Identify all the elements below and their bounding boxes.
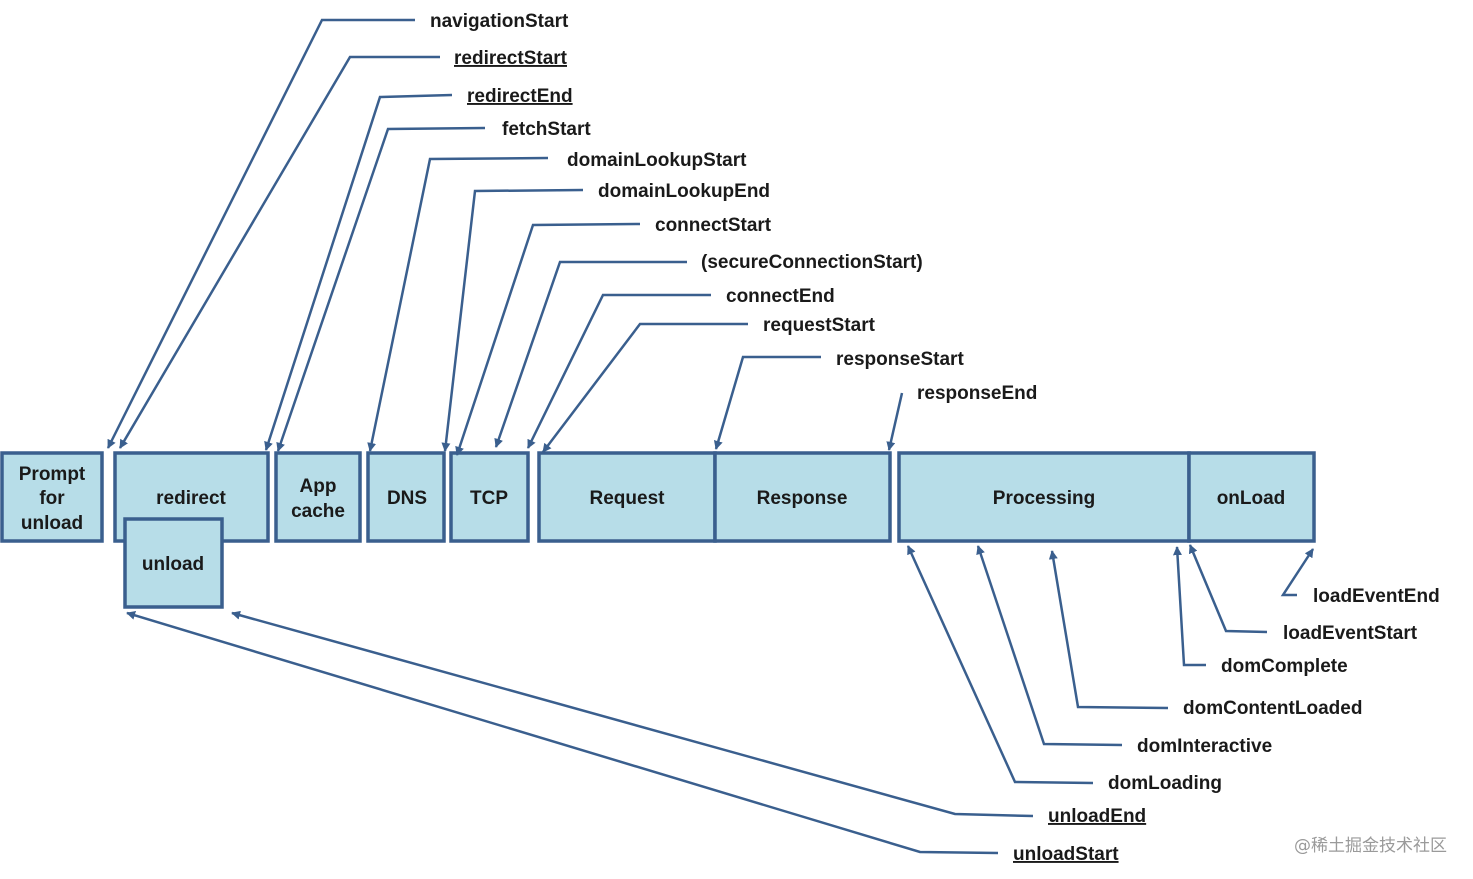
leader-dom-loading [906,545,1094,785]
event-navigation-start: navigationStart [430,11,569,32]
leader-redirect-start [118,55,440,449]
leader-load-event-end [1280,548,1315,597]
watermark-text: @稀土掘金技术社区 [1294,836,1447,856]
leader-domain-lookup-start [367,156,549,452]
event-dom-content-loaded: domContentLoaded [1183,698,1362,719]
event-connect-start: connectStart [655,215,772,236]
event-dom-loading: domLoading [1108,773,1222,794]
leader-secure-connection-start [494,260,687,448]
phase-label-redirect: redirect [156,488,226,509]
phase-tcp: TCP [449,451,530,543]
phase-processing: Processing [897,451,1191,543]
event-load-event-end: loadEventEnd [1313,586,1440,607]
phase-response: Response [713,451,892,543]
event-redirect-end: redirectEnd [467,86,573,107]
phase-label-for: for [39,488,65,509]
phase-prompt-for-unload: Prompt for unload [0,451,104,543]
leader-dom-content-loaded [1048,550,1169,710]
event-unload-start: unloadStart [1013,844,1119,865]
phase-label-dns: DNS [387,488,427,509]
leader-fetch-start [276,126,486,452]
event-redirect-start: redirectStart [454,48,568,69]
leader-unload-end [231,610,1034,818]
event-response-end: responseEnd [917,383,1037,404]
phase-label-app: App [300,476,337,497]
event-connect-end: connectEnd [726,286,835,307]
phase-label-processing: Processing [993,488,1095,509]
leader-dom-complete [1172,546,1206,667]
event-fetch-start: fetchStart [502,119,591,140]
leader-redirect-end [264,93,453,451]
event-dom-interactive: domInteractive [1137,736,1272,757]
leader-dom-interactive [976,545,1123,747]
leader-request-start [542,322,748,453]
phase-unload: unload [123,517,224,609]
leader-unload-start [126,611,999,855]
phase-label-request: Request [590,488,666,509]
event-domain-lookup-start: domainLookupStart [567,150,747,171]
phase-label-response: Response [757,488,848,509]
leader-connect-start [455,222,641,456]
event-unload-end: unloadEnd [1048,806,1146,827]
phase-onload: onLoad [1187,451,1316,543]
event-load-event-start: loadEventStart [1283,623,1418,644]
leader-connect-end [526,293,711,449]
phase-app-cache: App cache [274,451,362,543]
phase-request: Request [537,451,717,543]
leader-domain-lookup-end [441,188,584,452]
event-dom-complete: domComplete [1221,656,1348,677]
event-response-start: responseStart [836,349,964,370]
event-domain-lookup-end: domainLookupEnd [598,181,770,202]
phase-label-prompt: Prompt [19,464,86,485]
leader-navigation-start [106,18,415,449]
leader-response-start [713,355,821,450]
leader-load-event-start [1188,544,1268,634]
phase-label-cache: cache [291,501,345,522]
phase-label-unload-prompt: unload [21,513,83,534]
phase-dns: DNS [366,451,446,543]
phase-label-unload: unload [142,554,204,575]
leader-response-end [886,392,904,451]
event-request-start: requestStart [763,315,876,336]
phase-label-onload: onLoad [1217,488,1286,509]
phase-label-tcp: TCP [470,488,508,509]
event-secure-connection-start: (secureConnectionStart) [701,252,923,273]
